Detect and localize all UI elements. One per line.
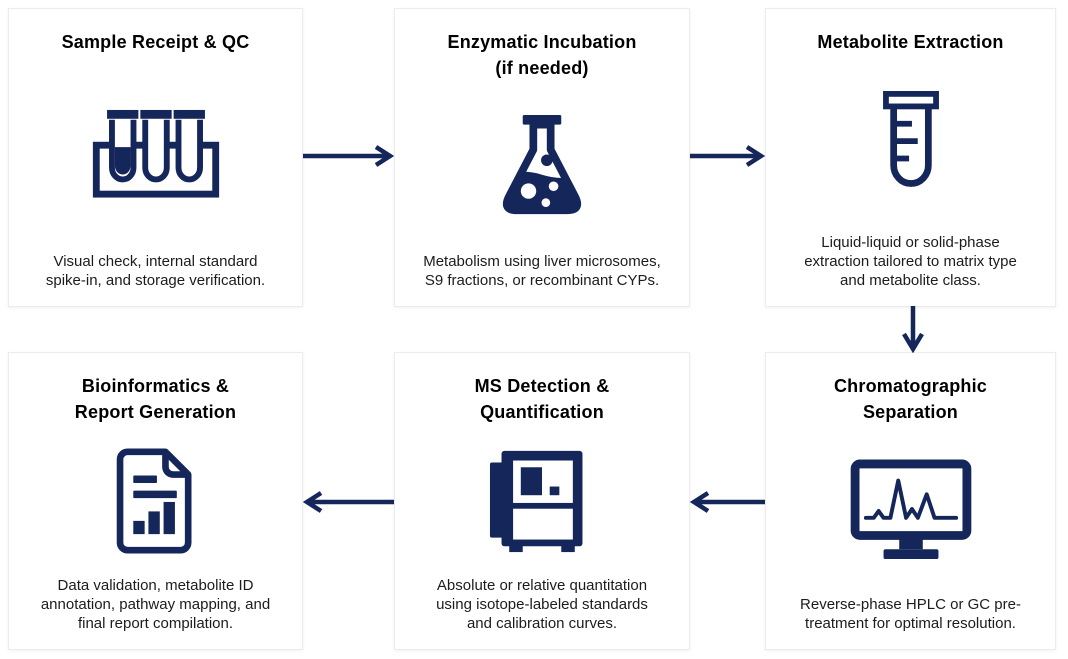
card-title-line: Metabolite Extraction: [817, 32, 1004, 52]
card-description: Data validation, metabolite ID annotatio…: [40, 577, 271, 632]
test-tube-rack-icon: [92, 109, 219, 198]
mass-spectrometer-icon: [489, 450, 583, 552]
flow-arrow-left-2: [303, 491, 394, 513]
flow-arrow-down: [902, 306, 924, 353]
card-title: Chromatographic Separation: [834, 373, 987, 425]
flask-icon: [502, 114, 582, 214]
card-title: Sample Receipt & QC: [62, 29, 250, 55]
flow-arrow-right-2: [690, 145, 765, 167]
card-title-line: Report Generation: [74, 402, 237, 422]
card-title-line: Enzymatic Incubation: [447, 32, 637, 52]
card-title: MS Detection & Quantification: [475, 373, 610, 425]
flow-arrow-right-1: [303, 145, 394, 167]
card-title-line: MS Detection &: [474, 376, 610, 396]
card-title: Bioinformatics & Report Generation: [75, 373, 236, 425]
card-description: Liquid-liquid or solid-phase extraction …: [804, 234, 1017, 289]
card-title: Enzymatic Incubation (if needed): [447, 29, 636, 81]
card-enzymatic-incubation: Enzymatic Incubation (if needed) Metabol…: [394, 8, 690, 307]
card-bioinformatics-report-generation: Bioinformatics & Report Generation Data …: [8, 352, 303, 650]
card-title-line: Bioinformatics &: [81, 376, 230, 396]
card-sample-receipt-qc: Sample Receipt & QC Visual check, intern…: [8, 8, 303, 307]
card-title-line: Sample Receipt & QC: [61, 32, 250, 52]
card-title: Metabolite Extraction: [817, 29, 1003, 55]
card-title-line: Chromatographic: [833, 376, 987, 396]
card-description: Visual check, internal standard spike-in…: [45, 253, 266, 289]
card-ms-detection-quantification: MS Detection & Quantification Absolute o…: [394, 352, 690, 650]
card-title-line: Quantification: [480, 402, 604, 422]
card-metabolite-extraction: Metabolite Extraction Liquid-liquid or s…: [765, 8, 1056, 307]
card-description: Metabolism using liver microsomes, S9 fr…: [423, 253, 661, 289]
card-title-line: Separation: [862, 402, 958, 422]
test-tube-icon: [882, 91, 939, 187]
report-document-icon: [116, 447, 191, 554]
card-description: Absolute or relative quantitation using …: [436, 577, 648, 632]
card-chromatographic-separation: Chromatographic Separation Reverse-phase…: [765, 352, 1056, 650]
card-description: Reverse-phase HPLC or GC pre-treatment f…: [800, 596, 1021, 632]
card-title-line: (if needed): [495, 58, 589, 78]
flow-arrow-left-1: [690, 491, 765, 513]
monitor-chromatogram-icon: [850, 459, 971, 560]
